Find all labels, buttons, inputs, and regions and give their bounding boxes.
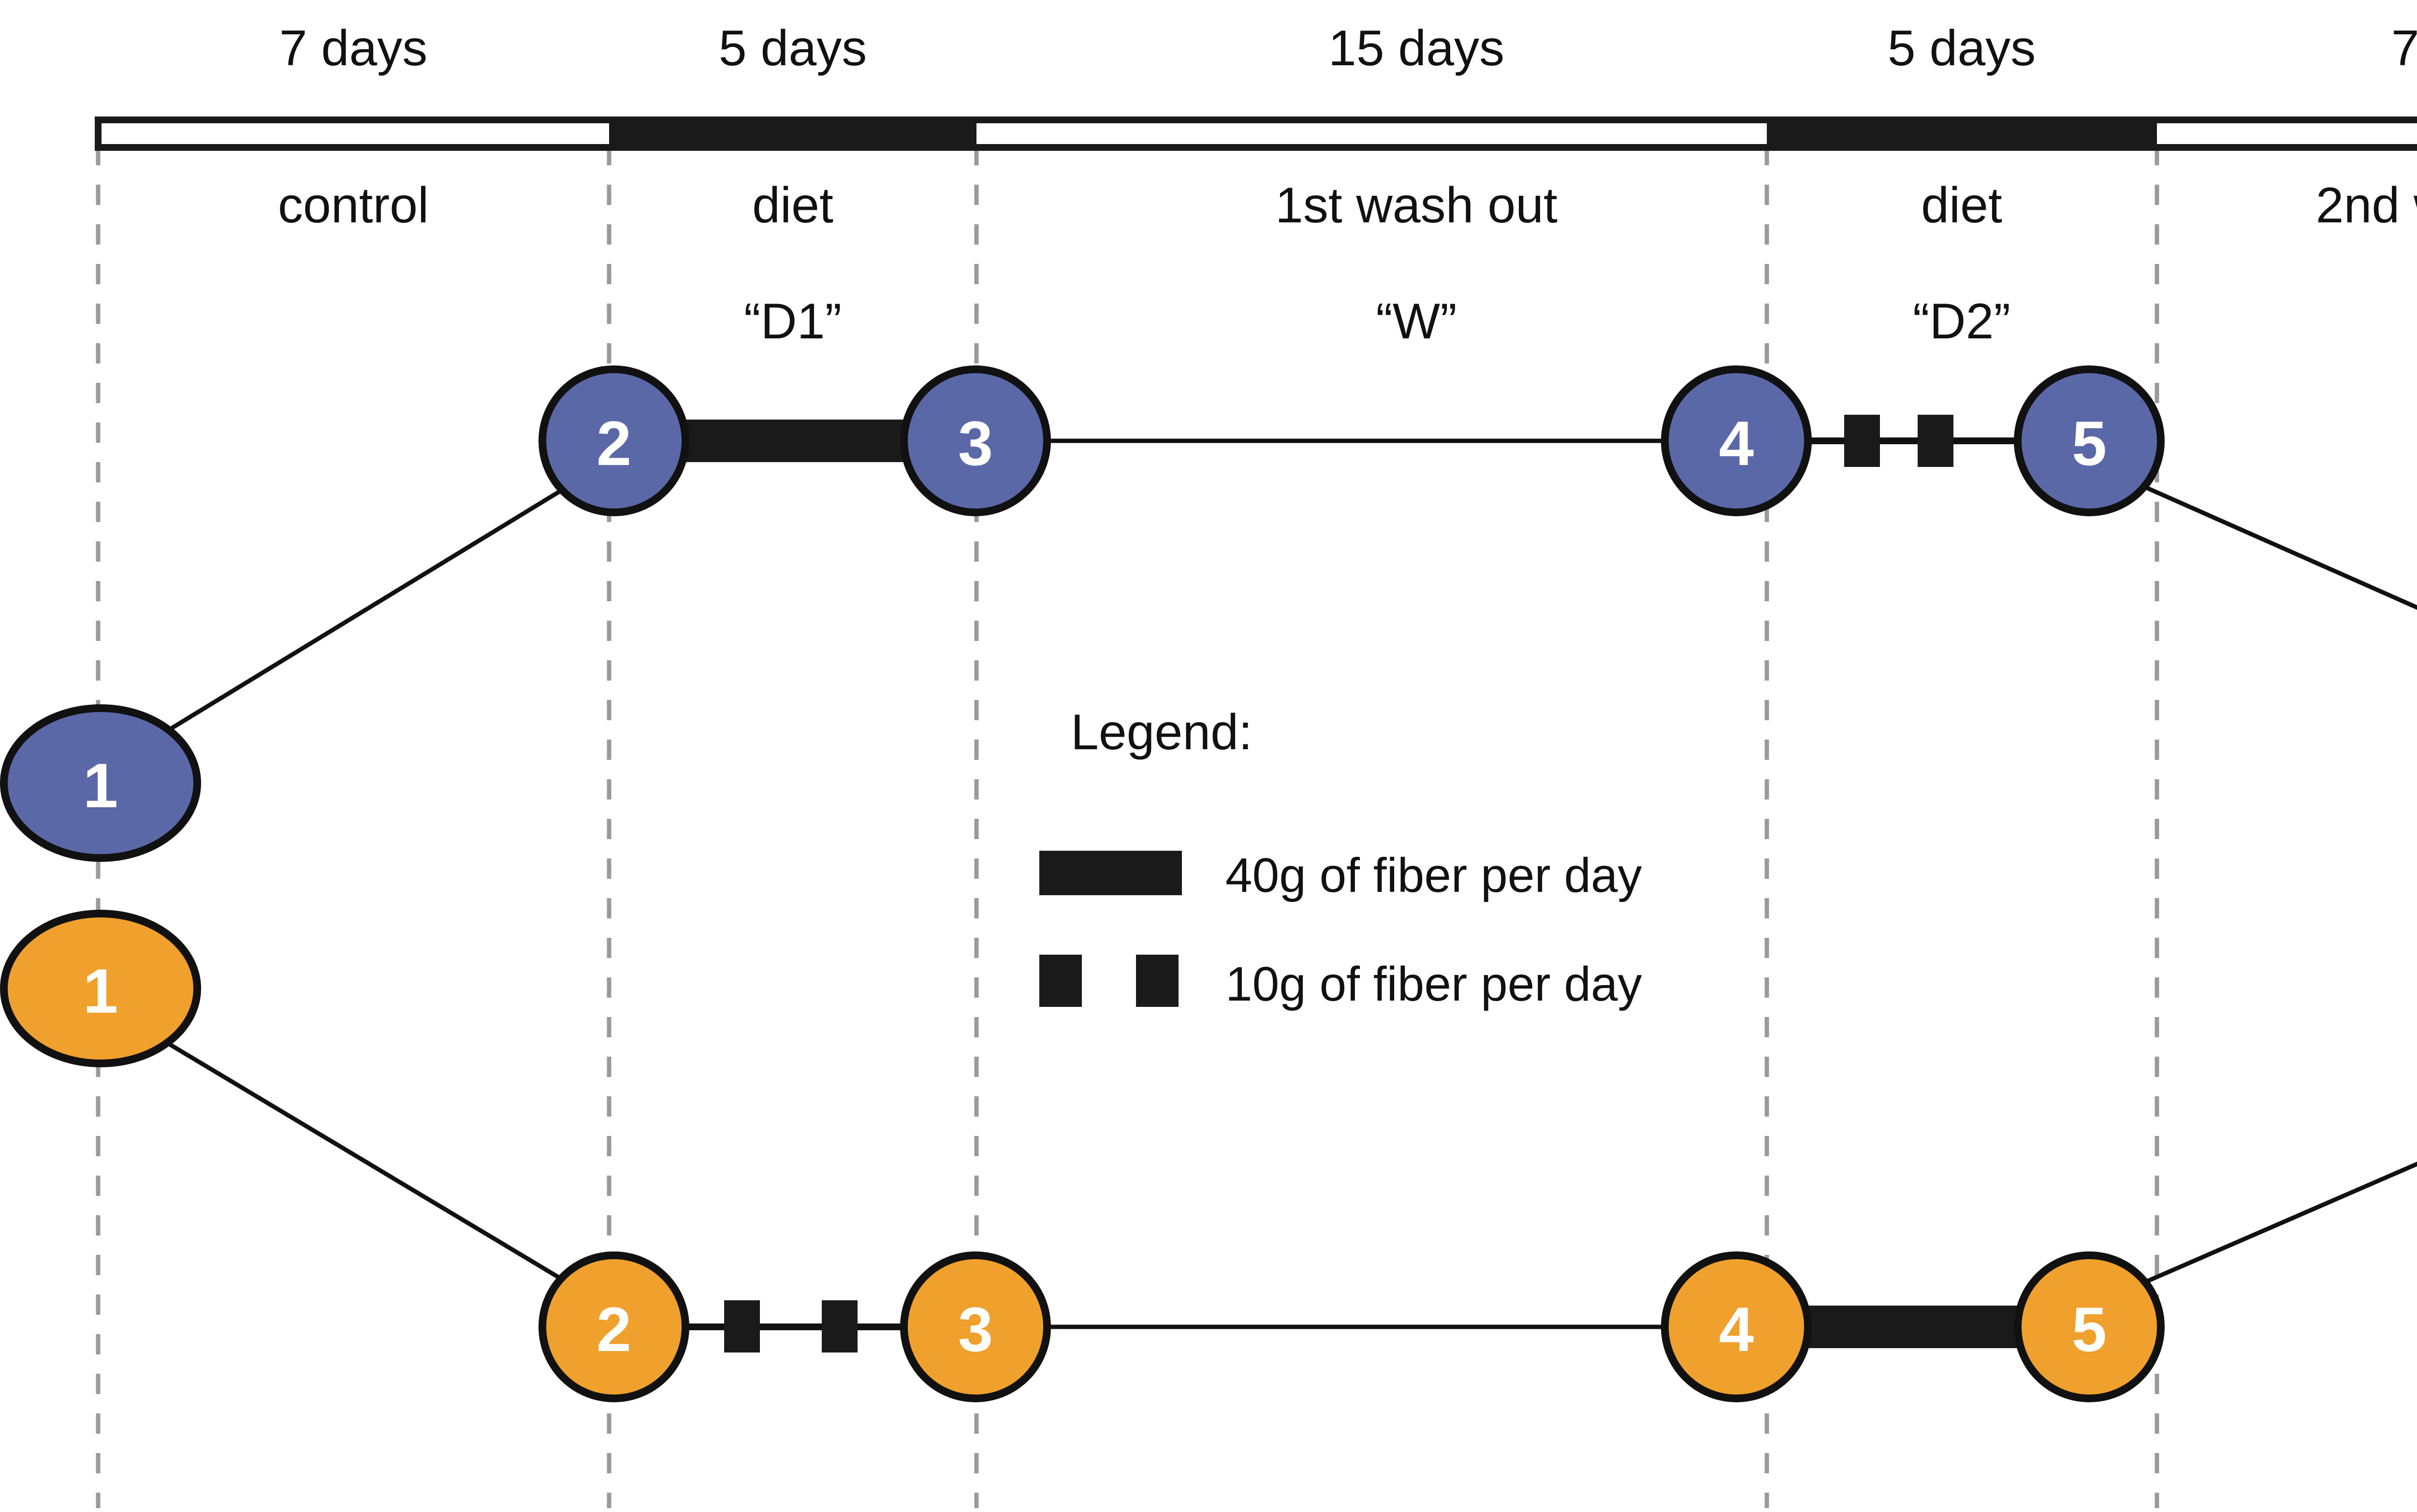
legend-label-10g: 10g of fiber per day (1225, 957, 1642, 1011)
blue-node-4-label: 4 (1719, 408, 1754, 479)
orange-node-2-label: 2 (597, 1294, 631, 1365)
blue-link-4-5-block-b (1918, 415, 1953, 467)
orange-link-1-2 (144, 1028, 574, 1288)
orange-node-2[interactable]: 2 (539, 1251, 689, 1402)
blue-link-1-2 (144, 481, 574, 746)
segment-code-d1: “D1” (744, 293, 842, 349)
period-name-diet2: diet (1921, 177, 2002, 233)
blue-node-3-label: 3 (958, 408, 993, 479)
orange-node-5-label: 5 (2072, 1294, 2107, 1365)
period-days-washout2: 7 days (2391, 20, 2417, 76)
orange-node-5[interactable]: 5 (2014, 1251, 2165, 1402)
orange-arm: 1 2 3 4 5 6 (0, 910, 2417, 1402)
blue-node-3[interactable]: 3 (900, 365, 1051, 516)
blue-link-4-5-block-a (1844, 415, 1880, 467)
legend-swatch-dashed-block-a (1039, 955, 1082, 1007)
orange-link-2-3-block-b (822, 1300, 858, 1352)
blue-node-2-label: 2 (597, 408, 631, 479)
period-name-washout2: 2nd wash out (2316, 177, 2417, 233)
orange-link-5-6 (2136, 1162, 2417, 1288)
orange-node-5-shape[interactable] (2014, 1251, 2165, 1402)
period-days-washout1: 15 days (1328, 20, 1504, 76)
segment-code-d2: “D2” (1913, 293, 2010, 349)
period-name-washout1: 1st wash out (1275, 177, 1558, 233)
orange-node-1-shape[interactable] (0, 910, 201, 1067)
orange-node-1-label: 1 (83, 956, 118, 1026)
period-name-control: control (278, 177, 429, 233)
orange-node-2-shape[interactable] (539, 1251, 689, 1402)
blue-node-4-shape[interactable] (1661, 365, 1812, 516)
orange-node-3-shape[interactable] (900, 1251, 1051, 1402)
period-days-diet1: 5 days (719, 20, 867, 76)
blue-node-4[interactable]: 4 (1661, 365, 1812, 516)
blue-arm: 1 2 3 4 5 6 (0, 365, 2417, 862)
blue-node-1-label: 1 (83, 750, 118, 821)
segment-code-w: “W” (1376, 293, 1456, 349)
timeline-segment-diet1 (609, 116, 976, 151)
legend-label-40g: 40g of fiber per day (1225, 848, 1642, 902)
blue-node-1[interactable]: 1 (0, 704, 201, 862)
blue-node-3-shape[interactable] (900, 365, 1051, 516)
orange-node-3-label: 3 (958, 1294, 993, 1365)
period-days-control: 7 days (279, 20, 427, 76)
orange-node-3[interactable]: 3 (900, 1251, 1051, 1402)
blue-node-5[interactable]: 5 (2014, 365, 2165, 516)
orange-link-2-3-block-a (724, 1300, 760, 1352)
legend-swatch-solid-bar (1039, 851, 1182, 895)
blue-node-2[interactable]: 2 (539, 365, 689, 516)
legend: Legend: 40g of fiber per day 10g of fibe… (1039, 704, 1642, 1011)
blue-node-1-shape[interactable] (0, 704, 201, 862)
period-name-diet1: diet (752, 177, 833, 233)
timeline-segment-diet2 (1767, 116, 2157, 151)
blue-node-2-shape[interactable] (539, 365, 689, 516)
orange-node-4[interactable]: 4 (1661, 1251, 1812, 1402)
blue-node-5-label: 5 (2072, 408, 2107, 479)
blue-link-5-6 (2136, 481, 2417, 610)
period-days-diet2: 5 days (1888, 20, 2036, 76)
blue-node-5-shape[interactable] (2014, 365, 2165, 516)
orange-node-4-shape[interactable] (1661, 1251, 1812, 1402)
orange-node-1[interactable]: 1 (0, 910, 201, 1067)
timeline-bar (95, 116, 2417, 151)
legend-swatch-dashed-block-b (1136, 955, 1179, 1007)
orange-node-4-label: 4 (1719, 1294, 1754, 1365)
legend-title: Legend: (1071, 704, 1252, 760)
